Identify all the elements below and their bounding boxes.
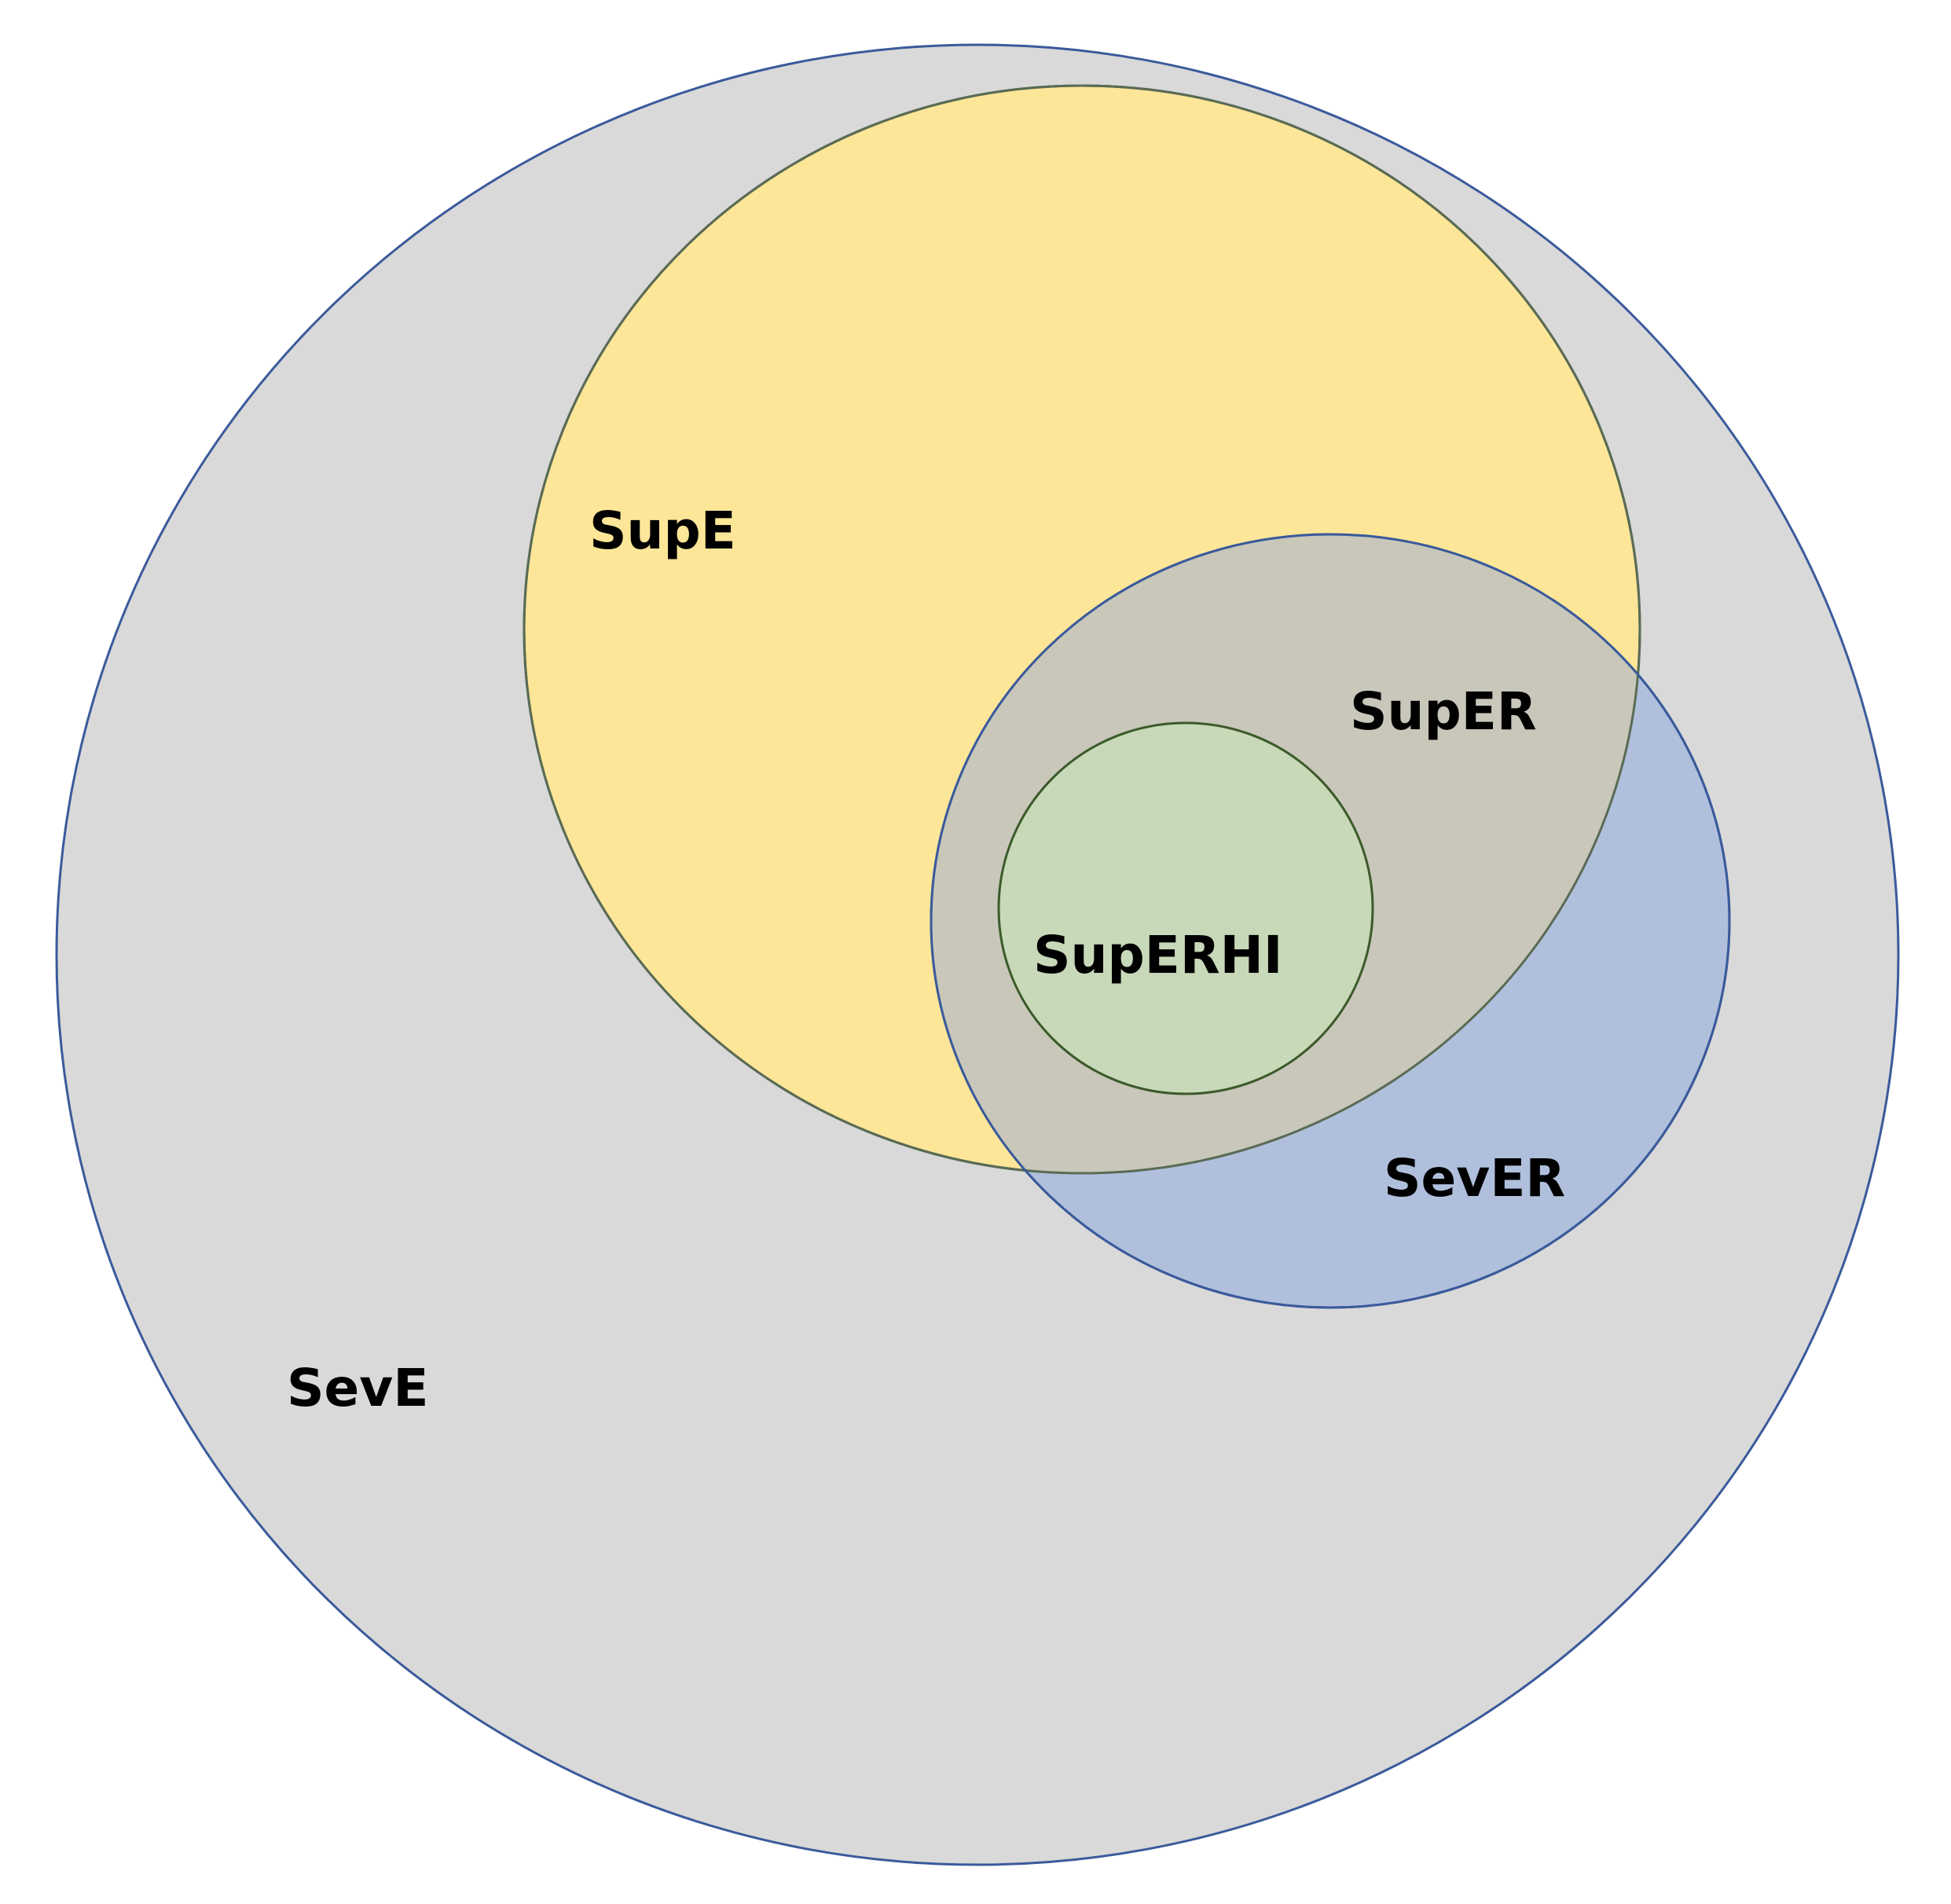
sever-outline [930,533,1731,1309]
super-label: SupER [1350,681,1537,742]
supe-outline [523,84,1641,1175]
seve-label: SevE [287,1358,428,1418]
superhi-label: SupERHI [1033,925,1282,985]
sever-label: SevER [1384,1148,1565,1209]
supe-label: SupE [589,501,736,561]
superhi-circle [997,721,1374,1095]
